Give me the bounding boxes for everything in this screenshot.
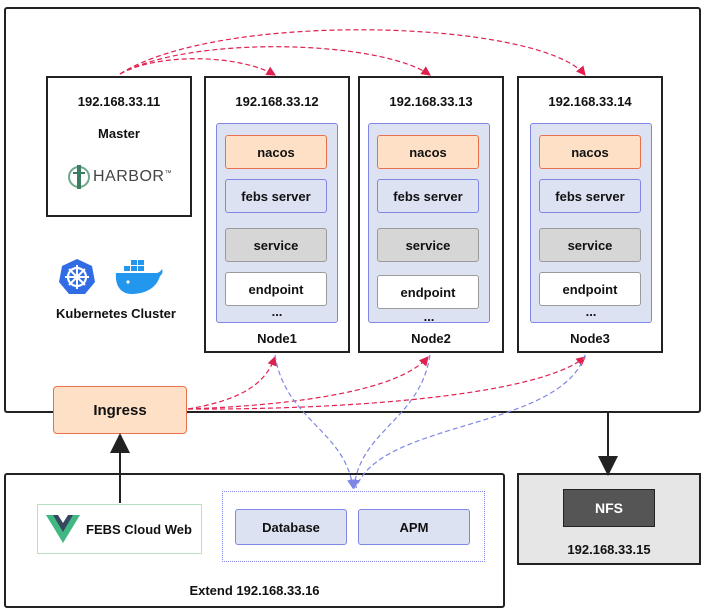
node-3-febs-server: febs server — [539, 179, 641, 213]
nfs-label: NFS — [563, 489, 655, 527]
harbor-icon — [68, 165, 90, 189]
vue-icon — [46, 515, 80, 543]
node-3-endpoint: endpoint — [539, 272, 641, 306]
kubernetes-cluster-container — [4, 7, 701, 413]
master-to-node3-edge — [119, 29, 586, 76]
extend-label: Extend 192.168.33.16 — [189, 583, 320, 598]
master-ip: 192.168.33.11 — [77, 94, 161, 109]
kubernetes-icon — [59, 259, 95, 294]
node-1-febs-server: febs server — [225, 179, 327, 213]
nfs-ip: 192.168.33.15 — [567, 542, 651, 557]
node-1-ip: 192.168.33.12 — [235, 94, 319, 109]
master-to-node2-edge — [119, 46, 431, 76]
docker-icon — [115, 260, 163, 294]
master-to-node1-edge — [119, 58, 277, 76]
node-3-nacos: nacos — [539, 135, 641, 169]
node-3-ip: 192.168.33.14 — [548, 94, 632, 109]
master-role: Master — [98, 126, 140, 141]
node-2-pods: nacos febs server service endpoint ... — [368, 123, 490, 323]
node-2-endpoint: endpoint — [377, 275, 479, 309]
febs-cloud-web: FEBS Cloud Web — [37, 504, 202, 554]
node3-to-data-edge — [355, 354, 586, 489]
node-1-service: service — [225, 228, 327, 262]
node-1-more: ... — [271, 304, 283, 319]
node-1-pods: nacos febs server service endpoint ... — [216, 123, 338, 323]
node-1-endpoint: endpoint — [225, 272, 327, 306]
febs-cloud-web-label: FEBS Cloud Web — [86, 521, 192, 537]
node-2-febs-server: febs server — [377, 179, 479, 213]
node-2-ip: 192.168.33.13 — [389, 94, 473, 109]
node2-to-data-edge — [350, 354, 431, 490]
node-2-more: ... — [423, 309, 435, 324]
master-node: 192.168.33.11 Master HARBOR ™ — [46, 76, 192, 217]
database-box: Database — [235, 509, 347, 545]
node-1-name: Node1 — [257, 331, 297, 346]
ingress-to-node2-edge — [187, 356, 429, 410]
node-2-nacos: nacos — [377, 135, 479, 169]
node-1-nacos: nacos — [225, 135, 327, 169]
cluster-label: Kubernetes Cluster — [56, 306, 176, 321]
data-services-group — [222, 491, 485, 562]
node1-to-data-edge — [274, 354, 357, 490]
node-2-service: service — [377, 228, 479, 262]
harbor-logo: HARBOR ™ — [68, 160, 178, 194]
ingress-to-node1-edge — [187, 355, 277, 410]
extend-container — [4, 473, 505, 608]
node-3-more: ... — [585, 304, 597, 319]
node-3-name: Node3 — [570, 331, 610, 346]
node-2-name: Node2 — [411, 331, 451, 346]
harbor-text: HARBOR — [93, 168, 165, 185]
apm-box: APM — [358, 509, 470, 545]
ingress: Ingress — [53, 386, 187, 434]
node-3-service: service — [539, 228, 641, 262]
node-3-pods: nacos febs server service endpoint ... — [530, 123, 652, 323]
ingress-to-node3-edge — [187, 356, 586, 410]
